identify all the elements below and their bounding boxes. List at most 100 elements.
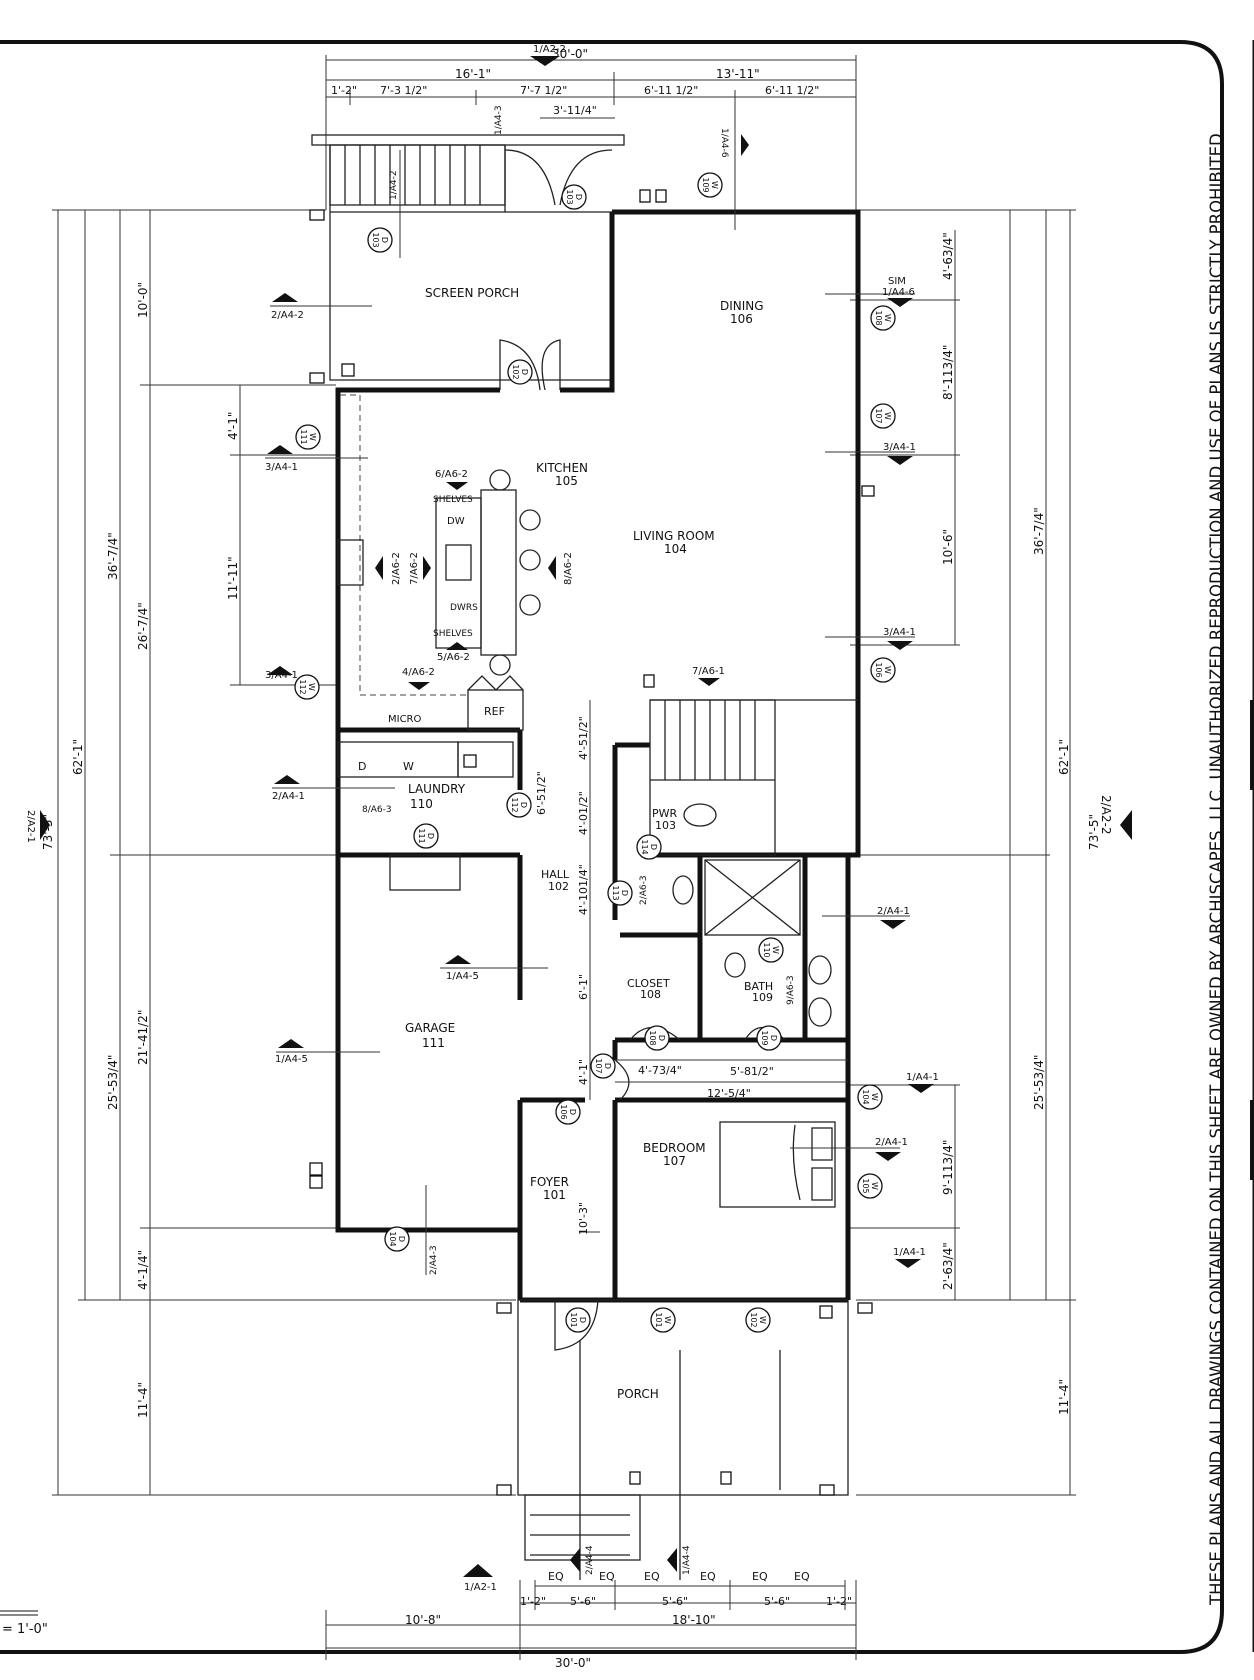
room-living-no: 104 (664, 542, 687, 556)
dim-eq-3: EQ (644, 1570, 660, 1583)
dim-top-seg2: 7'-3 1/2" (380, 84, 427, 97)
svg-text:D: D (649, 844, 658, 850)
svg-text:W: W (870, 1182, 879, 1190)
svg-text:D: D (657, 1035, 666, 1041)
svg-text:104: 104 (388, 1231, 397, 1246)
room-porch: PORCH (617, 1387, 659, 1401)
dim-left-11: 11'-4" (136, 1382, 150, 1418)
dim-eq-4: EQ (700, 1570, 716, 1583)
ref-a6-2-b: 5/A6-2 (437, 652, 470, 663)
dim-eq-6: EQ (794, 1570, 810, 1583)
room-labels: SCREEN PORCH DINING 106 KITCHEN 105 LIVI… (405, 286, 773, 1401)
dim-right-2: 2'-63/4" (941, 1242, 955, 1290)
svg-text:105: 105 (861, 1178, 870, 1193)
dim-left-62: 62'-1" (71, 739, 85, 775)
svg-text:W: W (758, 1316, 767, 1324)
label-washer: W (403, 760, 414, 773)
room-living: LIVING ROOM (633, 529, 715, 543)
dim-top-seg3: 7'-7 1/2" (520, 84, 567, 97)
dim-right-25: 25'-53/4" (1032, 1055, 1046, 1110)
ref-a2-2-right: 2/A2-2 (1099, 795, 1113, 835)
ref-a2-1-bottom: 1/A2-1 (464, 1582, 497, 1593)
dim-right-11: 11'-4" (1057, 1379, 1071, 1415)
dim-eq-5: EQ (752, 1570, 768, 1583)
label-dwrs: DWRS (450, 603, 478, 613)
svg-text:W: W (308, 433, 317, 441)
svg-text:102: 102 (511, 364, 520, 379)
svg-text:108: 108 (648, 1030, 657, 1045)
bedroom-bed (719, 1121, 836, 1208)
svg-text:D: D (426, 833, 435, 839)
dim-top-overall: 30'-0" (552, 47, 588, 61)
bath-fixtures (672, 803, 832, 1027)
svg-text:114: 114 (640, 839, 649, 854)
ref-a4-1-r4: 1/A4-1 (906, 1072, 939, 1083)
label-dw: DW (447, 516, 465, 527)
ref-a6-3-pwr: 2/A6-3 (639, 875, 649, 905)
dim-left-25: 25'-53/4" (106, 1055, 120, 1110)
ref-a4-1-r3: 2/A4-1 (877, 906, 910, 917)
svg-text:109: 109 (760, 1030, 769, 1045)
svg-text:103: 103 (565, 189, 574, 204)
dim-mid-410: 4'-101/4" (577, 864, 590, 915)
room-foyer-no: 101 (543, 1188, 566, 1202)
svg-text:110: 110 (762, 942, 771, 957)
ref-a4-2-a: 1/A4-2 (389, 170, 399, 200)
ref-a4-3-a: 1/A4-3 (494, 105, 504, 135)
dim-mid-47: 4'-73/4" (638, 1064, 682, 1077)
svg-text:111: 111 (299, 429, 308, 444)
room-foyer: FOYER (530, 1175, 569, 1189)
room-laundry: LAUNDRY (408, 782, 466, 796)
dim-bottom-seg4: 5'-6" (764, 1595, 790, 1608)
dim-left-4: 4'-1/4" (136, 1250, 150, 1290)
ref-a4-2-left: 2/A4-2 (271, 310, 304, 321)
room-bath: BATH (744, 980, 773, 993)
dim-right-overall: 73'-5" (1087, 814, 1101, 850)
dim-left-41: 4'-1" (226, 412, 240, 440)
dim-mid-411: 4'-1" (577, 1059, 590, 1085)
label-dryer: D (358, 760, 366, 773)
svg-text:D: D (578, 1317, 587, 1323)
dim-top-left: 16'-1" (455, 67, 491, 81)
dim-left-36: 36'-7/4" (106, 532, 120, 580)
front-porch (517, 1299, 849, 1580)
room-dining-no: 106 (730, 312, 753, 326)
room-screen-porch: SCREEN PORCH (425, 286, 519, 300)
room-hall-no: 102 (548, 880, 569, 893)
ref-a4-6-sim: 1/A4-6 (882, 287, 915, 298)
dim-mid-103: 10'-3" (577, 1202, 590, 1235)
ref-a2-1-left: 2/A2-1 (25, 810, 36, 843)
svg-text:D: D (603, 1063, 612, 1069)
dim-door-width: 3'-11/4" (553, 104, 597, 117)
room-kitchen: KITCHEN (536, 461, 588, 475)
dim-mid-65: 6'-51/2" (535, 771, 548, 815)
ref-a6-2-a: 6/A6-2 (435, 469, 468, 480)
room-bedroom: BEDROOM (643, 1141, 706, 1155)
ref-a2-2-top: 1/A2-2 (533, 44, 566, 55)
dim-mid-61: 6'-1" (577, 974, 590, 1000)
svg-text:104: 104 (861, 1089, 870, 1104)
svg-text:W: W (883, 314, 892, 322)
room-garage: GARAGE (405, 1021, 455, 1035)
room-pwr: PWR (652, 807, 678, 820)
dim-right-62: 62'-1" (1057, 739, 1071, 775)
ref-a4-6-a: 1/A4-6 (719, 128, 729, 158)
svg-text:112: 112 (510, 797, 519, 812)
dim-right-4: 4'-63/4" (941, 232, 955, 280)
ref-a4-4-b: 1/A4-4 (682, 1545, 692, 1575)
room-garage-no: 111 (422, 1036, 445, 1050)
ref-a4-1-r5: 2/A4-1 (875, 1137, 908, 1148)
rear-stairs (329, 144, 506, 206)
label-shelves-bottom: SHELVES (433, 629, 473, 639)
